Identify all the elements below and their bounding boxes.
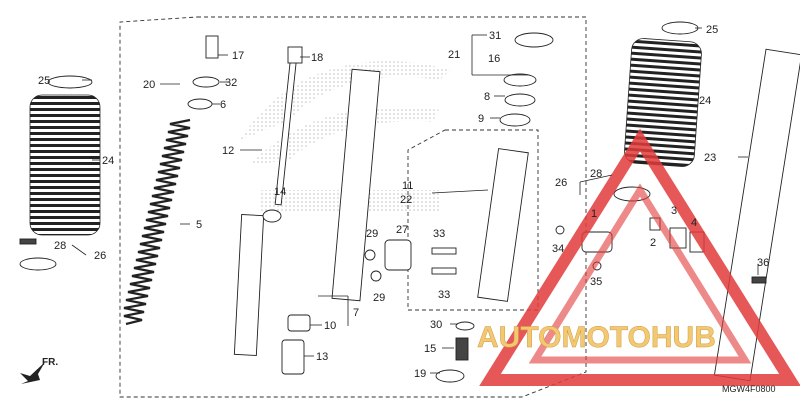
bolt-29-bottom	[370, 270, 382, 282]
damper-body	[233, 214, 265, 356]
watermark-text: AUTOMOTOHUB	[477, 321, 716, 354]
callout-26-left: 26	[94, 250, 106, 262]
callout-33-top: 33	[433, 228, 445, 240]
clip-16	[503, 73, 537, 87]
damper-rod	[274, 54, 298, 206]
callout-6: 6	[220, 99, 226, 111]
bolt-29-top	[364, 249, 376, 261]
fork-boot-left	[29, 94, 101, 236]
bolt-15	[455, 337, 469, 361]
bolt-36	[751, 276, 767, 284]
callout-29-top: 29	[366, 228, 378, 240]
bushing-9	[499, 113, 531, 127]
o-ring-32	[192, 76, 220, 88]
callout-17: 17	[232, 50, 244, 62]
callout-13: 13	[316, 351, 328, 363]
callout-32: 32	[225, 77, 237, 89]
bolt-28-left	[19, 238, 37, 245]
callout-27: 27	[396, 224, 408, 236]
callout-25-left: 25	[38, 75, 50, 87]
oil-seal-8	[504, 93, 536, 107]
assembly-frame	[119, 16, 587, 398]
callout-4: 4	[691, 217, 697, 229]
piston-ring-14	[262, 209, 282, 223]
callout-28-right: 28	[590, 168, 602, 180]
dust-seal-31	[514, 32, 554, 48]
callout-24-right: 24	[699, 95, 711, 107]
cap-19	[435, 369, 465, 383]
bolt-33-bottom	[431, 267, 457, 275]
callout-22: 22	[400, 194, 412, 206]
callout-26-right: 26	[555, 177, 567, 189]
callout-14: 14	[274, 186, 286, 198]
callout-9: 9	[478, 113, 484, 125]
leader-lines	[71, 27, 759, 374]
callout-18: 18	[311, 52, 323, 64]
callout-20: 20	[143, 79, 155, 91]
callout-1: 1	[591, 208, 597, 220]
callout-5: 5	[196, 219, 202, 231]
slide-bushing-10	[287, 314, 311, 332]
callout-3: 3	[671, 205, 677, 217]
boot-band-bottom-left	[19, 257, 57, 271]
fork-spring	[123, 118, 191, 326]
callout-19: 19	[414, 368, 426, 380]
boot-band-top-right	[661, 21, 699, 35]
callout-labels: 17 32 6 20 18 12 14 5 24 25 28 26 31 21 …	[38, 24, 769, 380]
callout-7: 7	[353, 307, 359, 319]
diagram-code: MGW4F0800	[722, 384, 776, 394]
front-direction-arrow: FR.	[20, 357, 58, 384]
callout-36: 36	[757, 257, 769, 269]
callout-28-left: 28	[54, 240, 66, 252]
air-valve-17	[205, 35, 219, 59]
callout-16: 16	[488, 53, 500, 65]
callout-33-bottom: 33	[438, 289, 450, 301]
automotohub-watermark-logo: AUTOMOTOHUB	[477, 128, 800, 386]
callout-2: 2	[650, 237, 656, 249]
bottom-case-upper	[477, 148, 529, 302]
callout-30: 30	[430, 319, 442, 331]
callout-34: 34	[552, 243, 564, 255]
callout-11: 11	[402, 180, 413, 192]
callout-24-left: 24	[102, 155, 114, 167]
callout-35: 35	[590, 276, 602, 288]
callout-31: 31	[489, 30, 501, 42]
callout-21: 21	[448, 49, 460, 61]
fork-tube	[331, 68, 381, 302]
callout-25-right: 25	[706, 24, 718, 36]
callout-8: 8	[484, 91, 490, 103]
inner-tube-frame	[407, 129, 539, 311]
boot-band-top-left	[47, 75, 93, 89]
callout-10: 10	[324, 320, 336, 332]
callout-29-bottom: 29	[373, 292, 385, 304]
collar-13	[281, 339, 305, 375]
washer-30	[455, 321, 475, 331]
callout-23: 23	[704, 152, 716, 164]
washer-6	[187, 98, 213, 110]
fr-label: FR.	[42, 357, 58, 368]
callout-12: 12	[222, 145, 234, 157]
bolt-34	[555, 225, 565, 235]
bolt-33-top	[431, 247, 457, 255]
axle-clamp-27	[384, 239, 412, 271]
callout-15: 15	[424, 343, 436, 355]
bushing-18	[287, 46, 303, 64]
